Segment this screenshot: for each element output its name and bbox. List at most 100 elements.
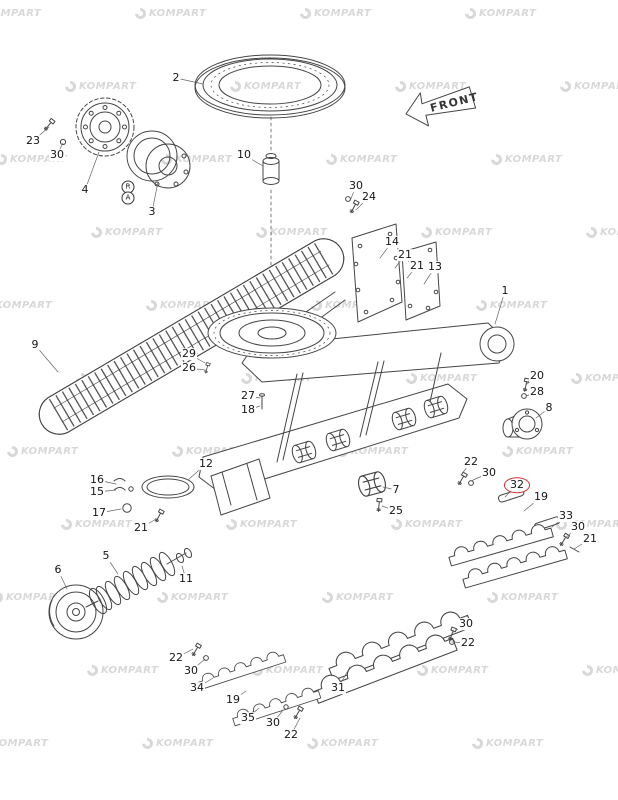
part-callout-10: 10 bbox=[236, 148, 252, 162]
part-callout-29: 29 bbox=[181, 347, 197, 361]
part-callout-11: 11 bbox=[178, 572, 194, 586]
watermark-logo: KOMPART bbox=[169, 443, 243, 460]
watermark-logo: KOMPART bbox=[308, 297, 382, 314]
part-callout-21: 21 bbox=[397, 248, 413, 262]
idler-drawing bbox=[48, 584, 104, 640]
watermark-logo: KOMPART bbox=[139, 735, 213, 752]
watermark-logo: KOMPART bbox=[553, 516, 618, 533]
part-callout-9: 9 bbox=[30, 338, 40, 352]
part-callout-22: 22 bbox=[168, 651, 184, 665]
part-callout-30: 30 bbox=[183, 664, 199, 678]
part-callout-22: 22 bbox=[463, 455, 479, 469]
part-callout-30: 30 bbox=[458, 617, 474, 631]
travel-motor-drawing bbox=[126, 130, 191, 189]
part-callout-5: 5 bbox=[101, 549, 111, 563]
watermark-logo: KOMPART bbox=[334, 443, 408, 460]
part-callout-8: 8 bbox=[544, 401, 554, 415]
watermark-logo: KOMPART bbox=[223, 516, 297, 533]
part-callout-13: 13 bbox=[427, 260, 443, 274]
part-callout-21: 21 bbox=[133, 521, 149, 535]
part-callout-25: 25 bbox=[388, 504, 404, 518]
part-callout-34: 34 bbox=[189, 681, 205, 695]
part-callout-30: 30 bbox=[348, 179, 364, 193]
watermark-logo: KOMPART bbox=[323, 151, 397, 168]
part-callout-24: 24 bbox=[361, 190, 377, 204]
watermark-logo: KOMPART bbox=[143, 297, 217, 314]
part-callout-21: 21 bbox=[409, 259, 425, 273]
part-callout-35: 35 bbox=[240, 711, 256, 725]
watermark-logo: KOMPART bbox=[158, 151, 232, 168]
watermark-logo: KOMPART bbox=[0, 8, 42, 19]
watermark-logo: KOMPART bbox=[583, 224, 618, 241]
part-callout-22: 22 bbox=[460, 636, 476, 650]
swing-bearing-drawing bbox=[194, 54, 346, 153]
watermark-logo: KOMPART bbox=[319, 589, 393, 606]
part-callout-2: 2 bbox=[171, 71, 181, 85]
part-callout-14: 14 bbox=[384, 235, 400, 249]
part-callout-20: 20 bbox=[529, 369, 545, 383]
watermark-logo: KOMPART bbox=[418, 224, 492, 241]
part-callout-16: 16 bbox=[89, 473, 105, 487]
part-callout-17: 17 bbox=[91, 506, 107, 520]
watermark-logo: KOMPART bbox=[462, 5, 536, 22]
watermark-logo: KOMPART bbox=[0, 589, 63, 606]
watermark-logo: KOMPART bbox=[403, 370, 477, 387]
watermark-logo: KOMPART bbox=[0, 738, 49, 749]
part-callout-30: 30 bbox=[570, 520, 586, 534]
recoil-spring-drawing bbox=[85, 547, 193, 615]
part-callout-19: 19 bbox=[533, 490, 549, 504]
part-callout-30: 30 bbox=[481, 466, 497, 480]
part-callout-6: 6 bbox=[53, 563, 63, 577]
watermark-logo: KOMPART bbox=[0, 300, 53, 311]
part-callout-7: 7 bbox=[391, 483, 401, 497]
watermark-logo: KOMPART bbox=[253, 224, 327, 241]
part-callout-33: 33 bbox=[558, 509, 574, 523]
part-callout-31: 31 bbox=[330, 681, 346, 695]
part-callout-4: 4 bbox=[80, 183, 90, 197]
watermark-logo: KOMPART bbox=[0, 151, 67, 168]
watermark-logo: KOMPART bbox=[132, 5, 206, 22]
watermark-logo: KOMPART bbox=[414, 662, 488, 679]
part-callout-21: 21 bbox=[582, 532, 598, 546]
watermark-logo: KOMPART bbox=[469, 735, 543, 752]
final-drive-drawing bbox=[502, 408, 543, 440]
part-callout-23: 23 bbox=[25, 134, 41, 148]
watermark-logo: KOMPART bbox=[488, 151, 562, 168]
watermark-logo: KOMPART bbox=[62, 78, 136, 95]
part-callout-26: 26 bbox=[181, 361, 197, 375]
part-callout-3: 3 bbox=[147, 205, 157, 219]
track-chain-drawing bbox=[38, 238, 345, 435]
part-callout-15: 15 bbox=[89, 485, 105, 499]
watermark-logo: KOMPART bbox=[249, 662, 323, 679]
watermark-logo: KOMPART bbox=[4, 443, 78, 460]
part-callout-18: 18 bbox=[240, 403, 256, 417]
watermark-logo: KOMPART bbox=[304, 735, 378, 752]
part-callout-1: 1 bbox=[500, 284, 510, 298]
watermark-logo: KOMPART bbox=[392, 78, 466, 95]
watermark-logo: KOMPART bbox=[579, 662, 618, 679]
watermark-logo: KOMPART bbox=[568, 370, 618, 387]
watermark-logo: KOMPART bbox=[499, 443, 573, 460]
watermark-logo: KOMPART bbox=[154, 589, 228, 606]
watermark-logo: KOMPART bbox=[388, 516, 462, 533]
seal-and-clamps-drawing bbox=[113, 475, 195, 513]
watermark-logo: KOMPART bbox=[297, 5, 371, 22]
watermark-logo: KOMPART bbox=[557, 78, 618, 95]
sprocket-drawing bbox=[75, 97, 135, 157]
view-marker-A: A bbox=[121, 191, 135, 205]
part-callout-22: 22 bbox=[283, 728, 299, 742]
part-callout-32: 32 bbox=[504, 477, 530, 493]
part-callout-12: 12 bbox=[198, 457, 214, 471]
watermark-logo: KOMPART bbox=[473, 297, 547, 314]
watermark-logo: KOMPART bbox=[84, 662, 158, 679]
part-callout-28: 28 bbox=[529, 385, 545, 399]
watermark-logo: KOMPART bbox=[88, 224, 162, 241]
watermark-logo: KOMPART bbox=[484, 589, 558, 606]
watermark-logo: KOMPART bbox=[227, 78, 301, 95]
watermark-logo: KOMPART bbox=[58, 516, 132, 533]
part-callout-27: 27 bbox=[240, 389, 256, 403]
